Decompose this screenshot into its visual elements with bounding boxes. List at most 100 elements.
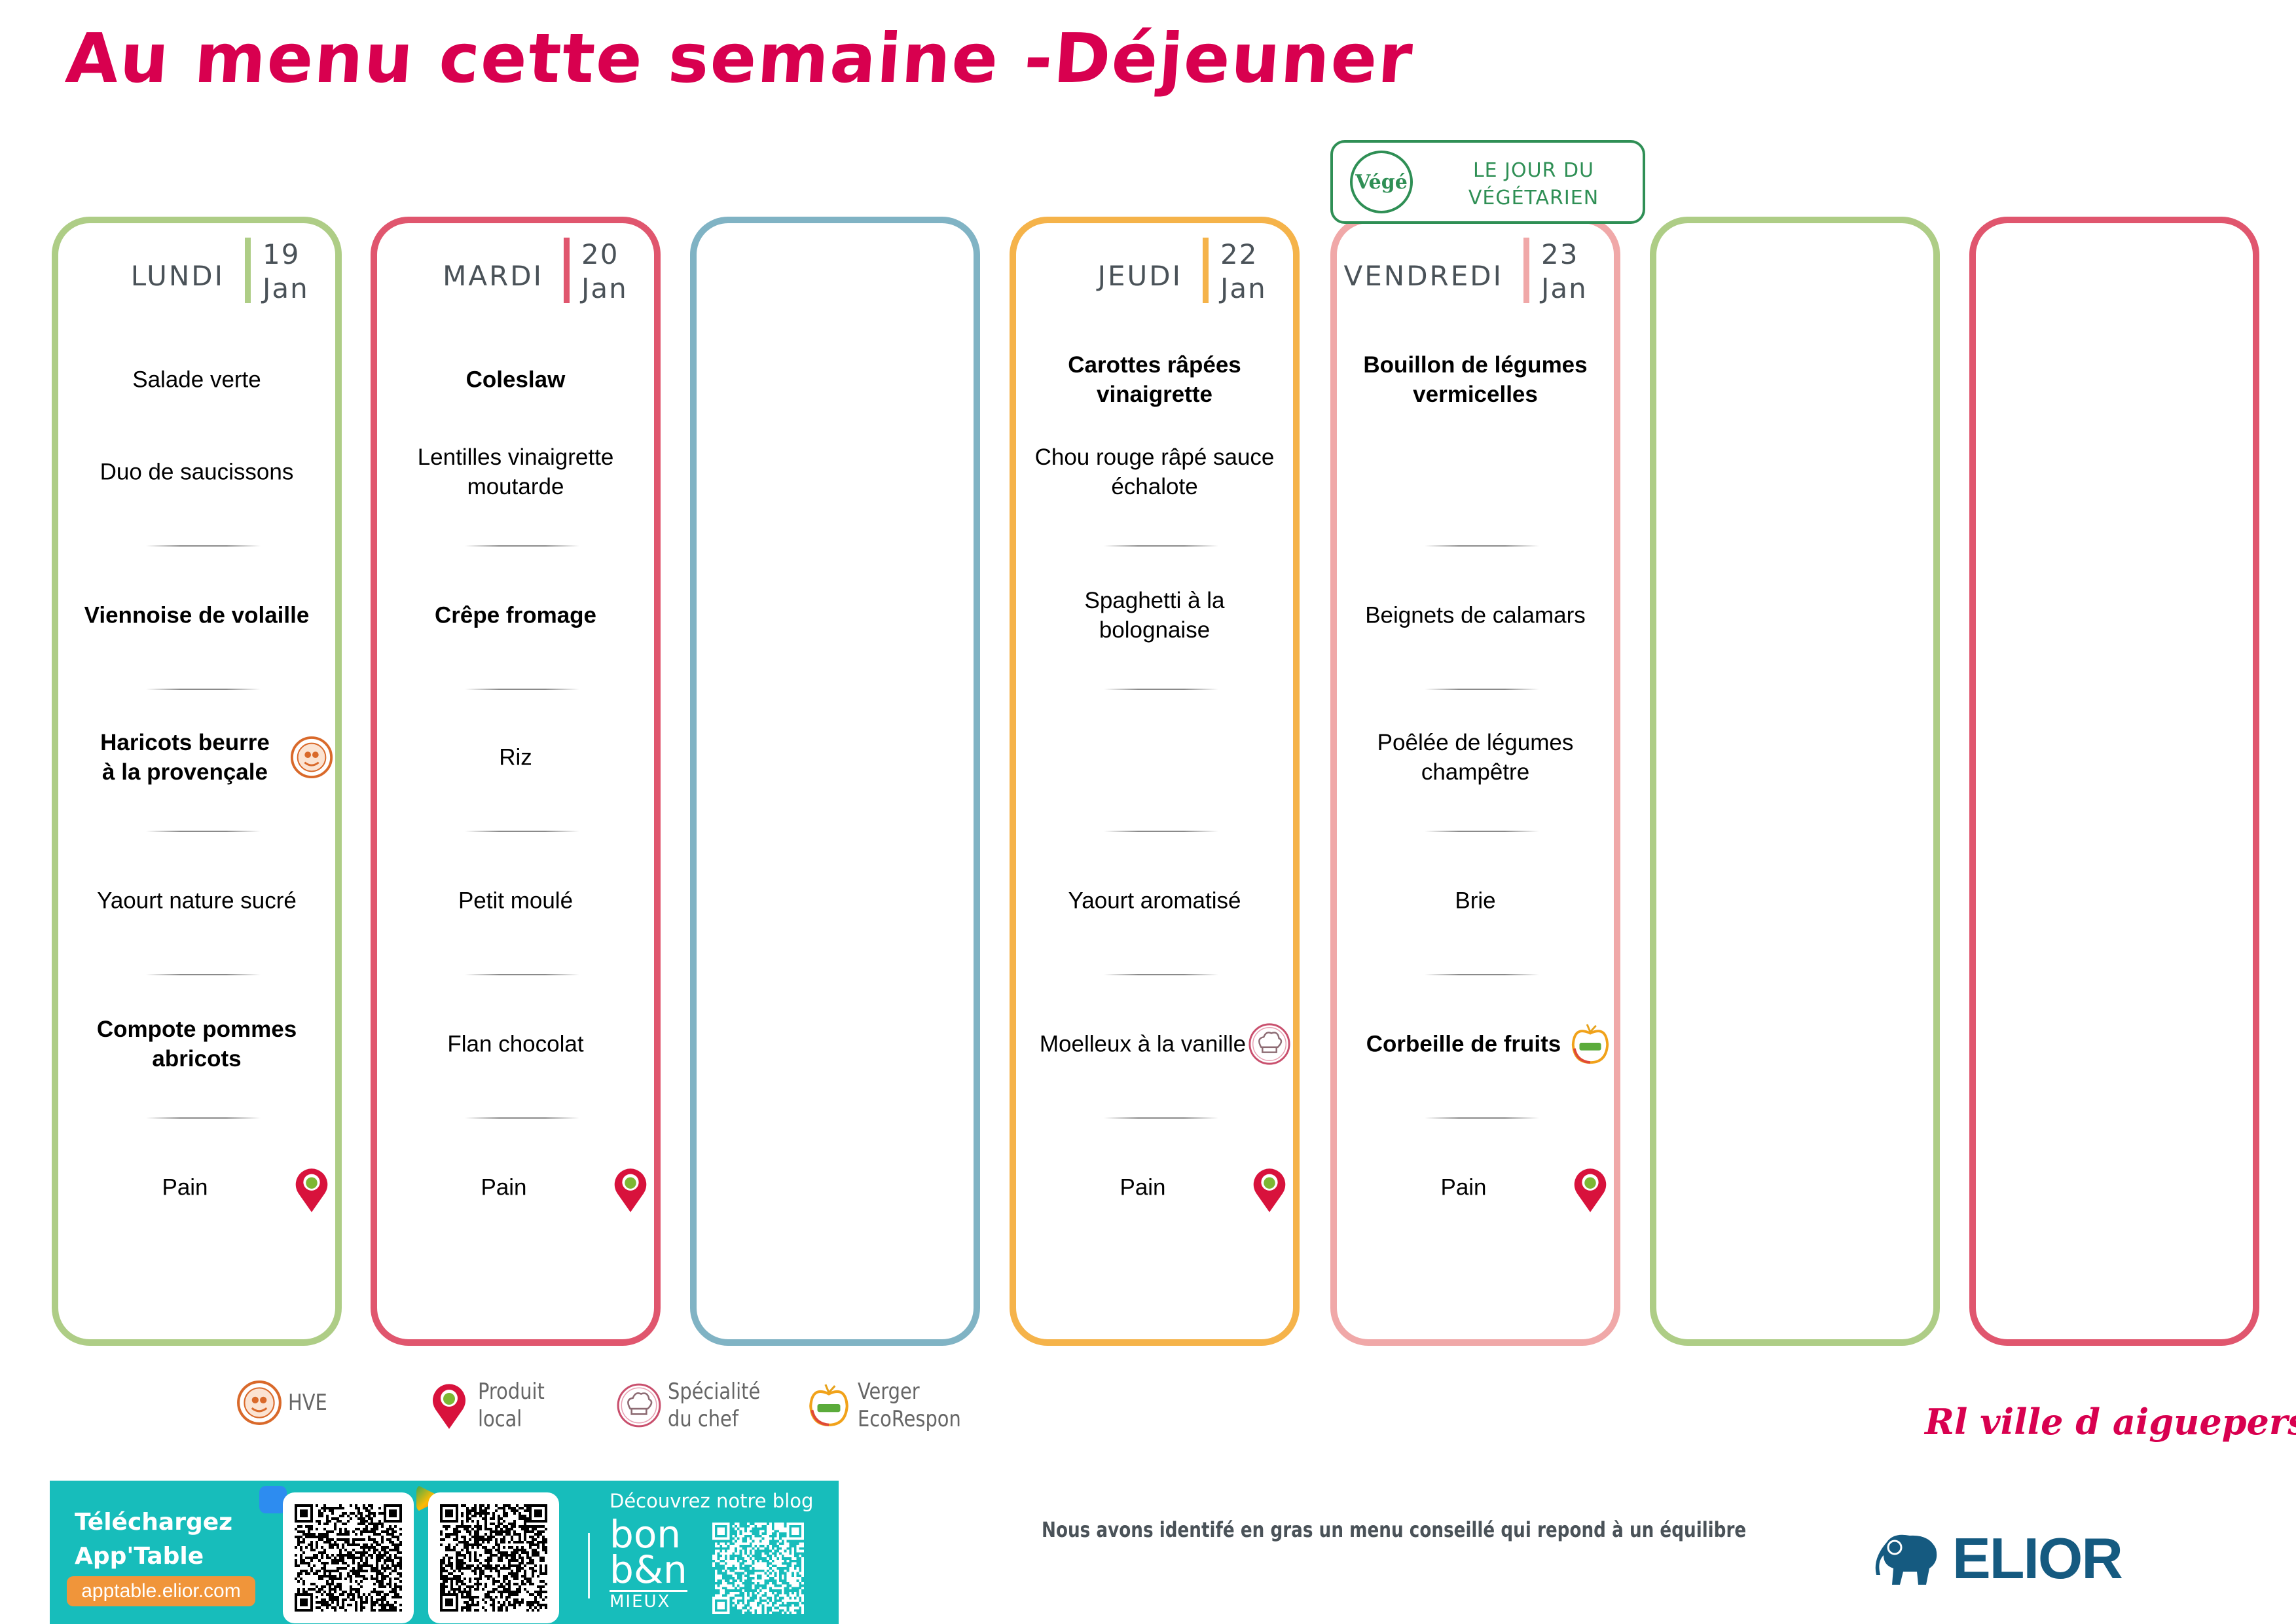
legend-label: Spécialité du chef (668, 1379, 761, 1432)
bon-bon-tagline: MIEUX (610, 1590, 687, 1612)
course-divider (1425, 974, 1539, 975)
course-divider (1104, 831, 1218, 832)
google-play-qr[interactable] (428, 1492, 559, 1623)
day-name: VENDREDI (1343, 260, 1503, 292)
bon-bon-logo: bon b&n MIEUX (610, 1515, 687, 1612)
course-divider (146, 974, 261, 975)
menu-item-bread: Pain (1120, 1174, 1166, 1200)
menu-item-side: Poêlée de légumes champêtre (1377, 730, 1574, 785)
course-divider (465, 831, 579, 832)
date-month: Jan (263, 272, 309, 304)
course-divider (1425, 545, 1539, 547)
date-day: 20 (581, 238, 619, 270)
menu-item-dairy: Yaourt aromatisé (1068, 888, 1241, 914)
banner-divider (588, 1533, 590, 1598)
menu-item-starter1: Carottes râpées vinaigrette (1068, 352, 1241, 407)
qr-code (295, 1504, 402, 1612)
menu-item-starter1: Salade verte (132, 367, 261, 393)
menu-item-starter1: Coleslaw (465, 367, 566, 393)
download-app-text: Téléchargez App'Table (75, 1509, 233, 1570)
course-divider (146, 1117, 261, 1119)
elior-logo: ELIOR (1874, 1525, 2123, 1592)
course-divider (465, 974, 579, 975)
day-name: MARDI (443, 260, 543, 292)
date-day: 19 (263, 238, 301, 270)
course-divider (146, 545, 261, 547)
menu-item-bread: Pain (481, 1174, 527, 1200)
blog-qr[interactable] (712, 1523, 804, 1614)
menu-item-bread: Pain (1440, 1174, 1487, 1200)
date-month: Jan (1220, 272, 1267, 304)
date-month: Jan (1541, 272, 1588, 304)
app-store-qr[interactable] (283, 1492, 414, 1623)
local-icon (608, 1165, 653, 1212)
day-name: LUNDI (130, 260, 225, 292)
day-column-empty (1969, 217, 2259, 1346)
date-day: 22 (1220, 238, 1258, 270)
verger-icon (1568, 1022, 1613, 1066)
chef-icon (1247, 1022, 1292, 1066)
bon-bon-wordmark: bon b&n (610, 1512, 687, 1592)
menu-item-main: Crêpe fromage (434, 602, 597, 628)
course-divider (1425, 1117, 1539, 1119)
course-divider (1104, 689, 1218, 690)
menu-item-dessert: Compote pommes abricots (96, 1017, 297, 1072)
apptable-link[interactable]: apptable.elior.com (67, 1576, 255, 1606)
legend-label: Produit local (478, 1379, 545, 1432)
hve-icon (236, 1378, 283, 1428)
hve-icon (289, 735, 334, 780)
app-banner: Téléchargez App'Table apptable.elior.com… (50, 1481, 839, 1624)
menu-item-dessert: Flan chocolat (447, 1031, 584, 1057)
course-divider (1104, 974, 1218, 975)
legend-chef: Spécialité du chef (615, 1378, 776, 1433)
local-icon (1568, 1165, 1613, 1212)
menu-item-main: Beignets de calamars (1365, 602, 1586, 628)
date-day: 23 (1541, 238, 1579, 270)
day-separator (1203, 238, 1209, 303)
course-divider (1104, 1117, 1218, 1119)
menu-item-main: Spaghetti à la bolognaise (1084, 588, 1225, 643)
legend-verger: Verger EcoRespon (805, 1378, 979, 1433)
menu-item-starter2: Lentilles vinaigrette moutarde (417, 444, 614, 499)
site-name: Rl ville d aigueperse (1925, 1401, 2296, 1443)
legend-label: HVE (288, 1390, 327, 1416)
vegetarian-day-badge: Végé LE JOUR DU VÉGÉTARIEN (1330, 140, 1645, 224)
legend-label: Verger EcoRespon (858, 1379, 961, 1432)
elephant-icon (1875, 1534, 1937, 1585)
day-name: JEUDI (1097, 260, 1182, 292)
day-separator (564, 238, 570, 303)
menu-item-dairy: Yaourt nature sucré (97, 888, 297, 914)
course-divider (1425, 831, 1539, 832)
course-divider (1104, 545, 1218, 547)
menu-item-starter1: Bouillon de légumes vermicelles (1363, 352, 1588, 407)
local-icon (289, 1165, 334, 1212)
menu-item-dessert: Corbeille de fruits (1366, 1031, 1561, 1057)
menu-item-side: Riz (499, 744, 532, 770)
local-icon (1247, 1165, 1292, 1212)
legend-local: Produit local (426, 1378, 556, 1433)
course-divider (465, 689, 579, 690)
legend-hve: HVE (236, 1378, 334, 1428)
qr-code (440, 1504, 547, 1612)
balance-note: Nous avons identifé en gras un menu cons… (1042, 1517, 1747, 1542)
course-divider (465, 1117, 579, 1119)
course-divider (146, 689, 261, 690)
menu-item-dairy: Brie (1455, 888, 1496, 914)
menu-item-starter2: Chou rouge râpé sauce échalote (1034, 444, 1275, 499)
vege-logo: Végé (1350, 151, 1413, 213)
day-column-empty (1650, 217, 1940, 1346)
verger-icon (805, 1380, 852, 1430)
elior-wordmark: ELIOR (1952, 1526, 2123, 1591)
day-separator (1523, 238, 1529, 303)
app-store-icon (259, 1486, 287, 1513)
date-month: Jan (581, 272, 628, 304)
page-title: Au menu cette semaine -Déjeuner (63, 18, 1417, 98)
menu-item-main: Viennoise de volaille (84, 602, 310, 628)
